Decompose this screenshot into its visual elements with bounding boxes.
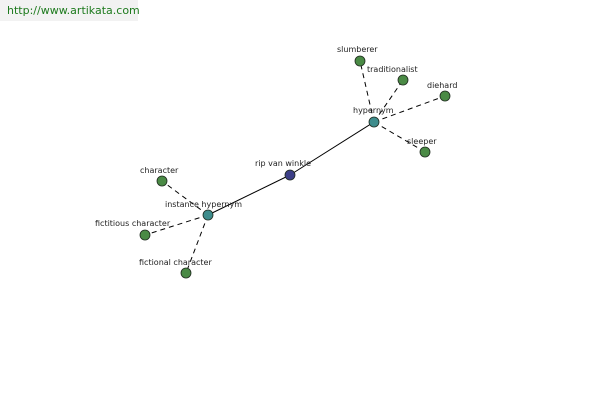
edge-instance-fictitious-character [144, 214, 209, 236]
edge-center-hypernym [289, 121, 375, 176]
node-sleeper[interactable] [419, 146, 431, 158]
label-fictitious-character[interactable]: fictitious character [95, 219, 171, 228]
node-slumberer[interactable] [354, 55, 366, 67]
edge-hypernym-sleeper [373, 121, 426, 153]
label-sleeper[interactable]: sleeper [407, 137, 437, 146]
label-hypernym[interactable]: hypernym [353, 106, 394, 115]
label-slumberer[interactable]: slumberer [337, 45, 378, 54]
label-traditionalist[interactable]: traditionalist [367, 65, 418, 74]
label-character[interactable]: character [140, 166, 179, 175]
label-diehard[interactable]: diehard [427, 81, 457, 90]
edge-center-instance-hypernym [207, 174, 291, 216]
node-hypernym[interactable] [368, 116, 380, 128]
edge-hypernym-slumberer [359, 60, 375, 123]
edge-instance-character [161, 180, 209, 216]
label-fictional-character[interactable]: fictional character [139, 258, 212, 267]
node-rip-van-winkle[interactable] [284, 169, 296, 181]
site-url-link[interactable]: http://www.artikata.com [0, 0, 140, 21]
label-rip-van-winkle[interactable]: rip van winkle [255, 159, 311, 168]
edge-instance-fictional-character [185, 214, 209, 274]
edge-hypernym-traditionalist [373, 79, 404, 123]
edge-hypernym-diehard [373, 95, 446, 123]
node-traditionalist[interactable] [397, 74, 409, 86]
node-character[interactable] [156, 175, 168, 187]
node-fictional-character[interactable] [180, 267, 192, 279]
node-diehard[interactable] [439, 90, 451, 102]
node-instance-hypernym[interactable] [202, 209, 214, 221]
label-instance-hypernym[interactable]: instance hypernym [165, 200, 242, 209]
node-fictitious-character[interactable] [139, 229, 151, 241]
